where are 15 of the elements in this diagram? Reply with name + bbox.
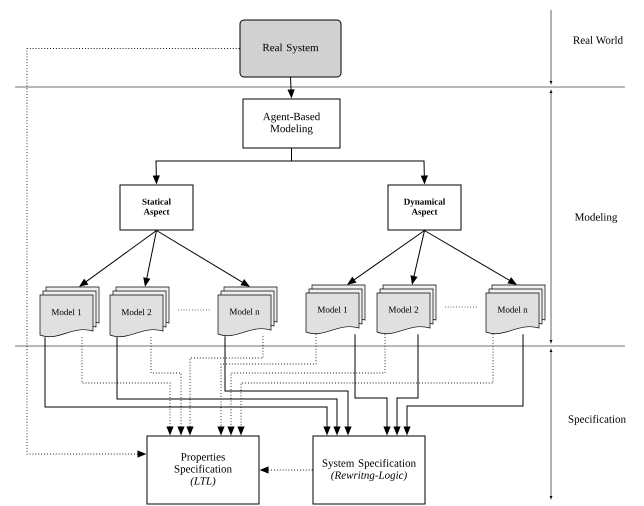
document-stack: Model n: [218, 286, 278, 336]
process-box: System Specification (Rewritng-Logic): [312, 436, 426, 504]
rounded-box: Real System: [240, 20, 342, 78]
document-stack: Model 1: [40, 286, 100, 338]
process-box: Dynamical Aspect: [388, 184, 462, 230]
process-box: Agent-Based Modeling: [242, 98, 340, 148]
document-stack: Model n: [486, 284, 546, 334]
section-label: Modeling: [574, 213, 618, 223]
document-stack: Model 2: [110, 286, 170, 338]
document-stack: Model 2: [376, 284, 436, 334]
section-label: Specification: [568, 414, 626, 426]
section-label: Real World: [573, 36, 623, 44]
document-stack: Model 1: [306, 284, 366, 334]
process-box: Properties Specification (LTL): [146, 436, 260, 504]
process-box: Statical Aspect: [120, 184, 194, 230]
